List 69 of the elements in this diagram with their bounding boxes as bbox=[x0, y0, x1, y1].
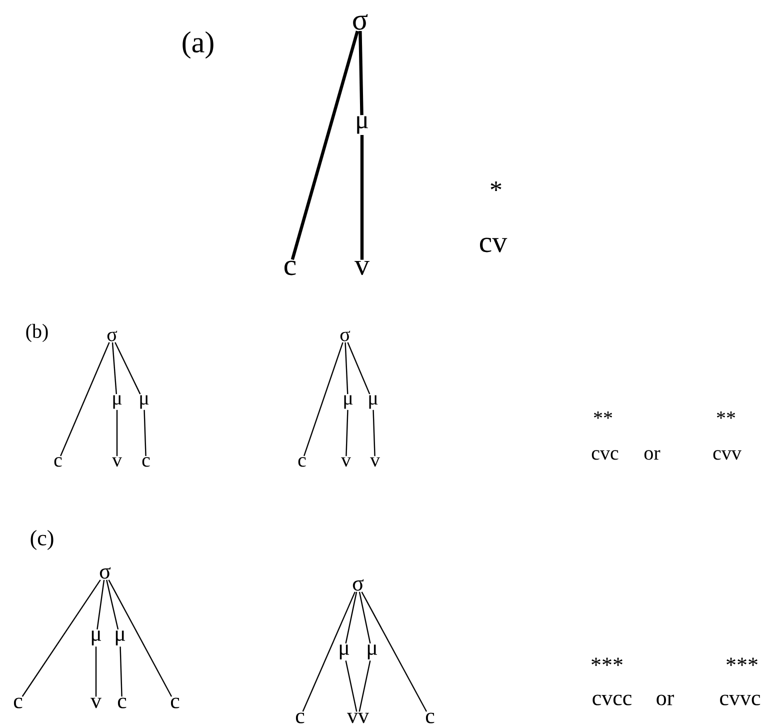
branch-line bbox=[358, 30, 364, 116]
tree-label: c bbox=[14, 698, 22, 708]
tree-label: c bbox=[284, 260, 296, 276]
tree-label: v bbox=[354, 260, 370, 276]
branch-line bbox=[358, 660, 371, 712]
branch-line bbox=[346, 410, 348, 456]
tree-label: c bbox=[298, 457, 306, 467]
branch-line bbox=[144, 410, 146, 456]
tree-label: μ bbox=[369, 395, 378, 409]
branch-line bbox=[120, 646, 122, 697]
tree-label: v bbox=[370, 457, 380, 467]
text-label: cvcc bbox=[592, 694, 632, 706]
tree-label: c bbox=[296, 712, 304, 724]
tree-label: μ bbox=[116, 630, 125, 646]
tree-label: μ bbox=[344, 395, 353, 409]
branch-line bbox=[108, 580, 172, 697]
tree-label: μ bbox=[113, 395, 122, 409]
text-label: or bbox=[644, 450, 660, 460]
branch-line bbox=[358, 592, 371, 644]
tree-label: μ bbox=[140, 395, 149, 409]
tree-label: σ bbox=[107, 330, 118, 342]
tree-label: μ bbox=[368, 644, 377, 660]
tree-label: σ bbox=[353, 14, 368, 30]
text-label: ** bbox=[594, 411, 612, 419]
text-label: cvc bbox=[592, 450, 618, 460]
tree-label: c bbox=[118, 698, 126, 708]
text-label: cvv bbox=[713, 450, 742, 460]
tree-label: σ bbox=[100, 567, 111, 579]
tree-label: c bbox=[142, 457, 150, 467]
branch-line bbox=[22, 580, 101, 697]
tree-label: σ bbox=[340, 330, 350, 342]
branch-line bbox=[303, 342, 344, 456]
text-label: ** bbox=[716, 411, 736, 419]
text-label: * bbox=[490, 181, 502, 192]
text-label: or bbox=[656, 694, 674, 706]
tree-label: v bbox=[90, 698, 102, 708]
tree-label: c bbox=[426, 712, 434, 724]
tree-label: μ bbox=[92, 630, 101, 646]
branch-line bbox=[106, 580, 119, 630]
tree-label: μ bbox=[357, 116, 368, 134]
branch-line bbox=[114, 342, 141, 394]
text-label: (a) bbox=[182, 31, 214, 59]
text-label: (b) bbox=[26, 324, 48, 342]
tree-label: vv bbox=[347, 712, 370, 724]
branch-line bbox=[95, 646, 97, 697]
branch-line bbox=[360, 134, 364, 260]
branch-line bbox=[345, 660, 358, 712]
text-label: *** bbox=[592, 658, 622, 666]
branch-line bbox=[96, 580, 105, 630]
text-label: (c) bbox=[30, 530, 54, 550]
branch-line bbox=[116, 410, 118, 456]
branch-line bbox=[112, 342, 117, 394]
branch-line bbox=[302, 592, 356, 712]
branch-line bbox=[347, 342, 370, 394]
branch-line bbox=[60, 342, 110, 456]
branch-line bbox=[290, 30, 359, 260]
tree-label: μ bbox=[340, 644, 349, 660]
branch-line bbox=[344, 342, 348, 394]
branch-line bbox=[345, 592, 358, 644]
text-label: cvvc bbox=[720, 694, 760, 706]
tree-label: v bbox=[341, 457, 351, 467]
tree-label: σ bbox=[352, 579, 364, 591]
tree-label: c bbox=[170, 698, 180, 708]
text-label: *** bbox=[726, 658, 758, 666]
branch-line bbox=[361, 592, 428, 712]
tree-label: v bbox=[112, 457, 122, 467]
text-label: cv bbox=[480, 238, 508, 252]
tree-label: c bbox=[54, 457, 62, 467]
branch-line bbox=[372, 410, 376, 456]
